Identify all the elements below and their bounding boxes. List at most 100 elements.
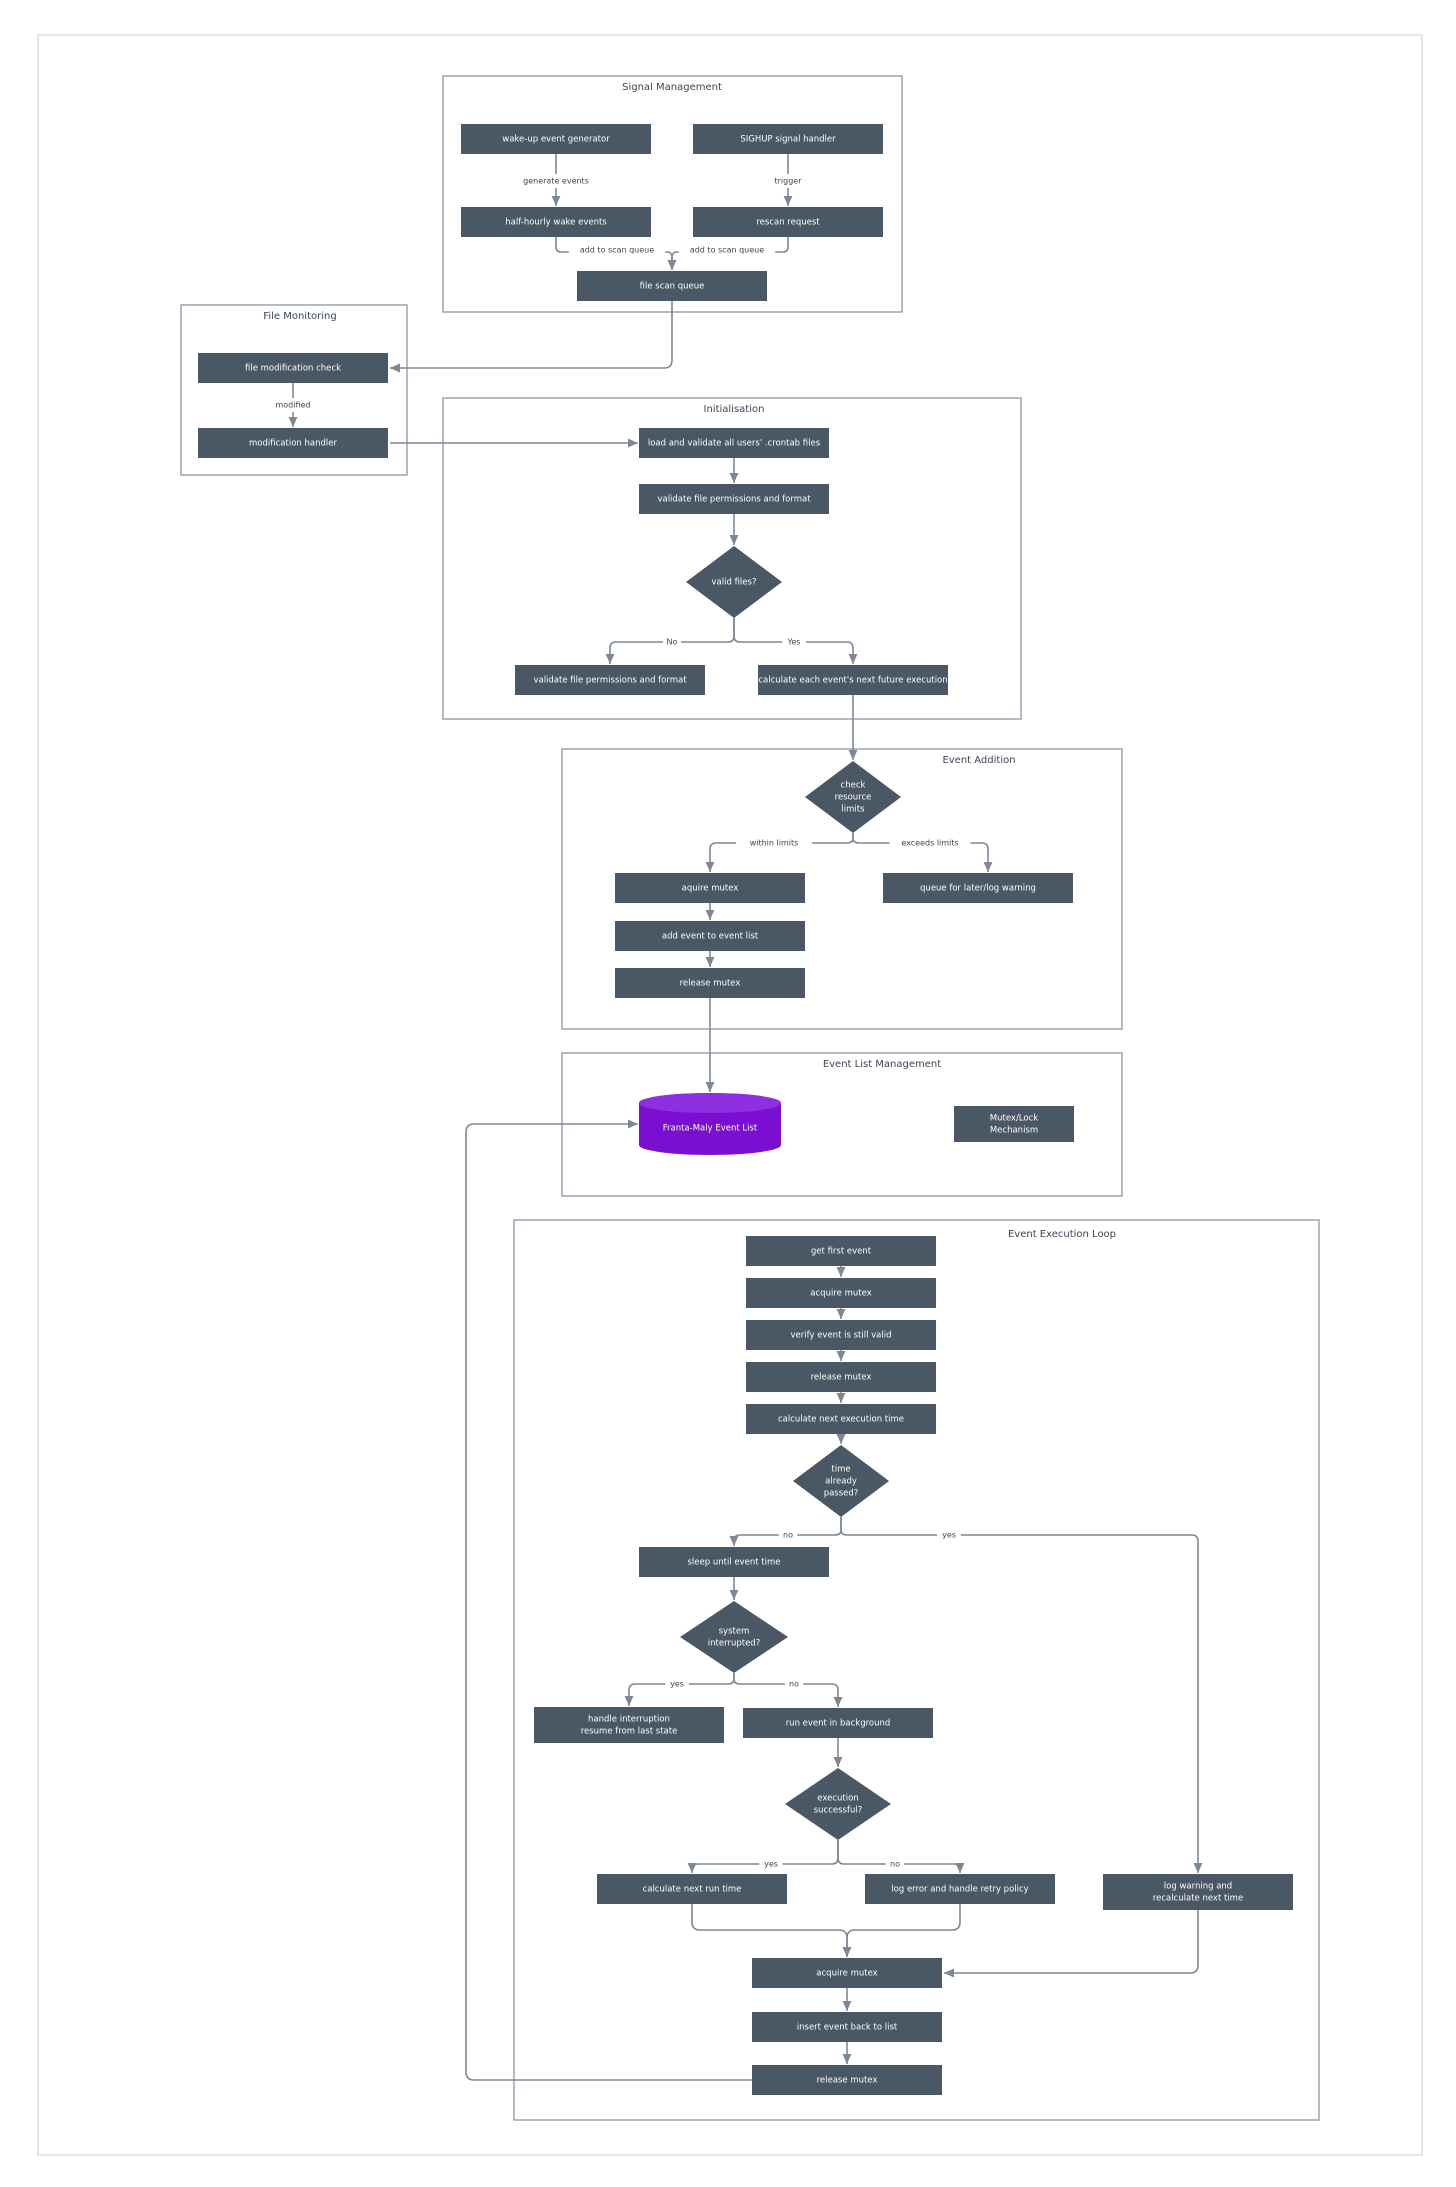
edge-label-bg <box>885 1857 905 1871</box>
edge-label-generate-events: generate events <box>523 177 589 186</box>
node-label-release-mutex-1: release mutex <box>811 1373 872 1383</box>
node-label-sys-interrupted: system <box>719 1627 750 1637</box>
node-label-acquire-mutex-2: acquire mutex <box>816 1969 877 1979</box>
node-half-hourly <box>461 207 651 237</box>
event-list-database-top <box>639 1093 781 1113</box>
node-label-aquire-mutex: aquire mutex <box>682 884 739 894</box>
node-label-half-hourly: half-hourly wake events <box>505 218 607 228</box>
flow-arrow <box>944 1910 1199 1978</box>
node-label-sleep-until: sleep until event time <box>688 1558 781 1568</box>
edge-label-bg <box>937 1528 961 1542</box>
node-label-mutex-lock: Mechanism <box>990 1126 1038 1136</box>
node-label-scan-queue: file scan queue <box>640 282 705 292</box>
node-label-check-limits: check <box>841 781 866 791</box>
node-acquire-mutex-2 <box>752 1958 942 1988</box>
edge-label-bg <box>736 836 812 850</box>
node-mutex-lock <box>954 1106 1074 1142</box>
node-release-mutex-add <box>615 968 805 998</box>
edge-label-within-limits: within limits <box>750 839 799 848</box>
node-log-error <box>865 1874 1055 1904</box>
node-label-calc-next-future: calculate each event's next future execu… <box>758 676 947 686</box>
node-label-sighup: SIGHUP signal handler <box>740 135 836 145</box>
flow-arrow <box>842 1904 961 1957</box>
group-title-listmgmt: Event List Management <box>823 1059 941 1070</box>
node-sleep-until <box>639 1547 829 1577</box>
node-exec-success-decision <box>785 1768 891 1840</box>
group-title-filemon: File Monitoring <box>263 311 336 322</box>
node-mod-handler <box>198 428 388 458</box>
edge-label-add-scan-2: add to scan queue <box>690 246 764 255</box>
node-add-event <box>615 921 805 951</box>
node-label-verify-valid: verify event is still valid <box>791 1331 892 1341</box>
edge-label-yes-success: yes <box>764 1860 778 1869</box>
group-title-addition: Event Addition <box>942 755 1015 766</box>
node-sighup <box>693 124 883 154</box>
edge-label-bg <box>759 1857 783 1871</box>
edge-label-add-scan-1: add to scan queue <box>580 246 654 255</box>
group-title-loop: Event Execution Loop <box>1008 1229 1116 1240</box>
node-label-time-passed: already <box>825 1477 857 1487</box>
node-label-log-error: log error and handle retry policy <box>891 1885 1028 1895</box>
node-label-log-warning: recalculate next time <box>1153 1894 1243 1904</box>
node-label-insert-back: insert event back to list <box>797 2023 898 2033</box>
edge-label-bg <box>765 174 811 188</box>
node-label-add-event: add event to event list <box>662 932 759 942</box>
node-label-validate-perm-no: validate file permissions and format <box>533 676 687 686</box>
node-label-release-mutex-2: release mutex <box>817 2076 878 2086</box>
node-queue-later <box>883 873 1073 903</box>
edge-label-bg <box>662 635 682 649</box>
node-label-run-bg: run event in background <box>786 1719 891 1729</box>
node-label-queue-later: queue for later/log warning <box>920 884 1036 894</box>
edge-label-bg <box>784 1677 804 1691</box>
node-label-handle-interrupt: handle interruption <box>588 1715 670 1725</box>
node-label-mod-handler: modification handler <box>249 439 337 449</box>
node-file-check <box>198 353 388 383</box>
node-insert-back <box>752 2012 942 2042</box>
node-validate-perm <box>639 484 829 514</box>
edge-label-bg <box>778 1528 798 1542</box>
edge-label-yes-interrupt: yes <box>670 1680 684 1689</box>
flow-arrow <box>465 1119 752 2081</box>
edge-label-no-time: no <box>783 1531 793 1540</box>
node-label-check-limits: limits <box>841 805 865 815</box>
node-label-log-warning: log warning and <box>1164 1882 1232 1892</box>
node-aquire-mutex <box>615 873 805 903</box>
node-wake-gen <box>461 124 651 154</box>
edge-label-no-interrupt: no <box>789 1680 799 1689</box>
node-label-time-passed: passed? <box>824 1489 859 1499</box>
outer-frame <box>37 34 1423 2156</box>
edge-label-bg <box>268 398 318 412</box>
node-label-load-validate: load and validate all users' .crontab fi… <box>648 439 821 449</box>
node-label-time-passed: time <box>831 1465 850 1475</box>
node-load-validate <box>639 428 829 458</box>
edge-label-yes-valid: Yes <box>787 638 801 647</box>
node-label-get-first: get first event <box>811 1247 872 1257</box>
node-label-event-list: Franta-Maly Event List <box>663 1124 758 1134</box>
edge-label-modified: modified <box>275 401 310 410</box>
node-rescan <box>693 207 883 237</box>
node-label-mutex-lock: Mutex/Lock <box>990 1114 1038 1124</box>
node-get-first <box>746 1236 936 1266</box>
node-verify-valid <box>746 1320 936 1350</box>
node-label-valid-files: valid files? <box>712 578 757 588</box>
node-log-warning <box>1103 1874 1293 1910</box>
node-calc-next-exec <box>746 1404 936 1434</box>
edge-label-yes-time: yes <box>942 1531 956 1540</box>
edge-label-bg <box>665 1677 689 1691</box>
node-handle-interrupt <box>534 1707 724 1743</box>
node-sys-interrupted-decision <box>680 1601 788 1673</box>
flow-arrow <box>840 1517 1203 1873</box>
node-label-release-mutex-add: release mutex <box>680 979 741 989</box>
node-label-wake-gen: wake-up event generator <box>502 135 610 145</box>
node-label-exec-success: successful? <box>814 1806 863 1816</box>
node-label-exec-success: execution <box>817 1794 858 1804</box>
node-label-calc-next-run: calculate next run time <box>643 1885 742 1895</box>
edge-label-no-success: no <box>890 1860 900 1869</box>
node-label-handle-interrupt: resume from last state <box>581 1727 678 1737</box>
node-time-passed-decision <box>793 1445 889 1517</box>
group-title-signal: Signal Management <box>622 82 722 93</box>
flow-arrow <box>691 1904 852 1957</box>
node-scan-queue <box>577 271 767 301</box>
node-valid-files-decision <box>686 546 782 618</box>
